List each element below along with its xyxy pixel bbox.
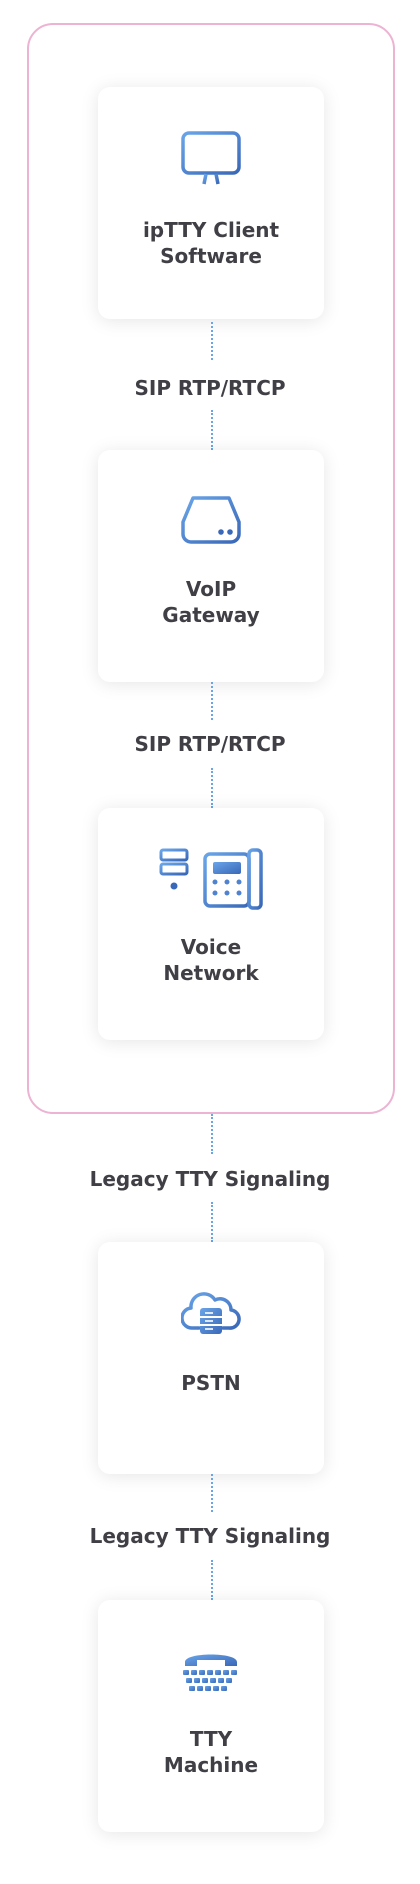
edge-label: SIP RTP/RTCP [134, 376, 286, 400]
monitor-icon [181, 131, 241, 187]
connector-line [211, 1560, 213, 1600]
edge-label: Legacy TTY Signaling [89, 1167, 331, 1191]
connector-line [211, 1202, 213, 1242]
node-label: Voice Network [163, 935, 259, 985]
edge-label: Legacy TTY Signaling [89, 1524, 331, 1548]
cloud-server-icon [181, 1292, 241, 1334]
node-tty-machine: TTY Machine [98, 1600, 324, 1832]
node-iptty-client: ipTTY Client Software [98, 87, 324, 319]
connector-line [211, 682, 213, 720]
node-voip-gateway: VoIP Gateway [98, 450, 324, 682]
node-label: VoIP Gateway [162, 577, 260, 627]
connector-line [211, 768, 213, 808]
node-label: ipTTY Client Software [142, 218, 280, 268]
connector-line [211, 1474, 213, 1512]
node-pstn: PSTN [98, 1242, 324, 1474]
edge-label: SIP RTP/RTCP [134, 732, 286, 756]
connector-line [211, 1114, 213, 1154]
server-phone-icon [159, 848, 263, 910]
ip-network-group-frame [27, 23, 395, 1114]
node-label: TTY Machine [163, 1727, 259, 1777]
tty-phone-icon [183, 1654, 237, 1691]
node-voice-network: Voice Network [98, 808, 324, 1040]
node-label: PSTN [181, 1371, 241, 1395]
connector-line [211, 322, 213, 360]
connector-line [211, 410, 213, 450]
gateway-drive-icon [181, 496, 241, 544]
